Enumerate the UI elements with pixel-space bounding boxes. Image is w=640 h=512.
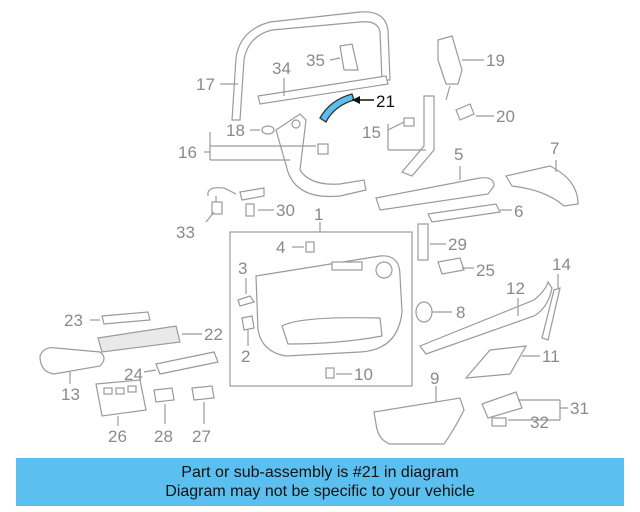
callout-26: 26 — [108, 427, 127, 446]
part-6 — [427, 203, 501, 223]
part-23 — [101, 311, 151, 325]
part-21-highlighted — [319, 93, 355, 123]
part-5 — [375, 177, 495, 211]
callout-23: 23 — [64, 311, 83, 330]
callout-22: 22 — [204, 325, 223, 344]
info-banner: Part or sub-assembly is #21 in diagram D… — [16, 458, 624, 506]
callout-12: 12 — [506, 279, 525, 298]
callout-21: 21 — [376, 92, 395, 111]
callout-33: 33 — [176, 223, 195, 242]
part-24 — [155, 351, 219, 375]
callout-10: 10 — [354, 365, 373, 384]
callout-16: 16 — [178, 143, 197, 162]
callout-4: 4 — [276, 238, 285, 257]
callout-8: 8 — [456, 303, 465, 322]
callout-25: 25 — [476, 261, 495, 280]
callout-20: 20 — [496, 107, 515, 126]
part-34 — [257, 75, 389, 105]
callout-31: 31 — [570, 399, 589, 418]
part-10 — [325, 367, 335, 379]
callout-32: 32 — [530, 413, 549, 432]
part-16-door-frame — [275, 113, 367, 198]
callout-24: 24 — [124, 365, 143, 384]
banner-line-1: Part or sub-assembly is #21 in diagram — [181, 464, 459, 481]
part-2 — [241, 315, 255, 331]
callout-7: 7 — [550, 139, 559, 158]
part-door-panel — [255, 255, 403, 357]
banner-line-2: Diagram may not be specific to your vehi… — [165, 483, 475, 500]
part-20 — [455, 103, 475, 121]
callout-9: 9 — [430, 369, 439, 388]
callout-11: 11 — [542, 347, 560, 366]
part-26-switch-panel — [95, 379, 147, 417]
part-13 — [39, 347, 105, 375]
part-33-wiring — [207, 187, 237, 215]
part-27 — [191, 385, 215, 401]
part-30 — [239, 187, 265, 217]
callout-14: 14 — [552, 255, 571, 274]
callout-1: 1 — [314, 205, 323, 224]
part-8-speaker — [415, 301, 433, 323]
door-panel-box — [229, 231, 413, 387]
callout-34: 34 — [272, 59, 291, 78]
callout-17: 17 — [196, 75, 215, 94]
callout-13: 13 — [61, 385, 80, 404]
callout-27: 27 — [192, 427, 211, 446]
part-4 — [305, 241, 315, 253]
part-3 — [237, 295, 255, 307]
part-25 — [437, 257, 465, 275]
part-14 — [541, 287, 561, 341]
callout-6: 6 — [514, 202, 523, 221]
callout-5: 5 — [454, 145, 463, 164]
callout-18: 18 — [226, 121, 245, 140]
part-28 — [153, 387, 175, 403]
part-7 — [505, 165, 579, 207]
part-35 — [339, 43, 359, 71]
callout-35: 35 — [306, 51, 325, 70]
part-15-pillar — [401, 95, 435, 177]
callout-19: 19 — [486, 51, 505, 70]
parts-diagram: 17 35 34 21 19 20 15 16 18 5 — [39, 11, 589, 446]
part-18-clip — [261, 125, 275, 135]
callout-15: 15 — [362, 123, 381, 142]
callout-2: 2 — [241, 347, 250, 366]
callout-29: 29 — [448, 235, 467, 254]
part-22 — [97, 325, 181, 353]
part-12 — [419, 280, 553, 355]
callout-30: 30 — [276, 201, 295, 220]
part-11 — [464, 345, 528, 379]
callout-3: 3 — [238, 259, 247, 278]
part-19-mirror — [437, 35, 463, 101]
part-29 — [417, 223, 429, 261]
part-31-32 — [481, 391, 523, 427]
part-9 — [373, 397, 465, 445]
callout-28: 28 — [154, 427, 173, 446]
